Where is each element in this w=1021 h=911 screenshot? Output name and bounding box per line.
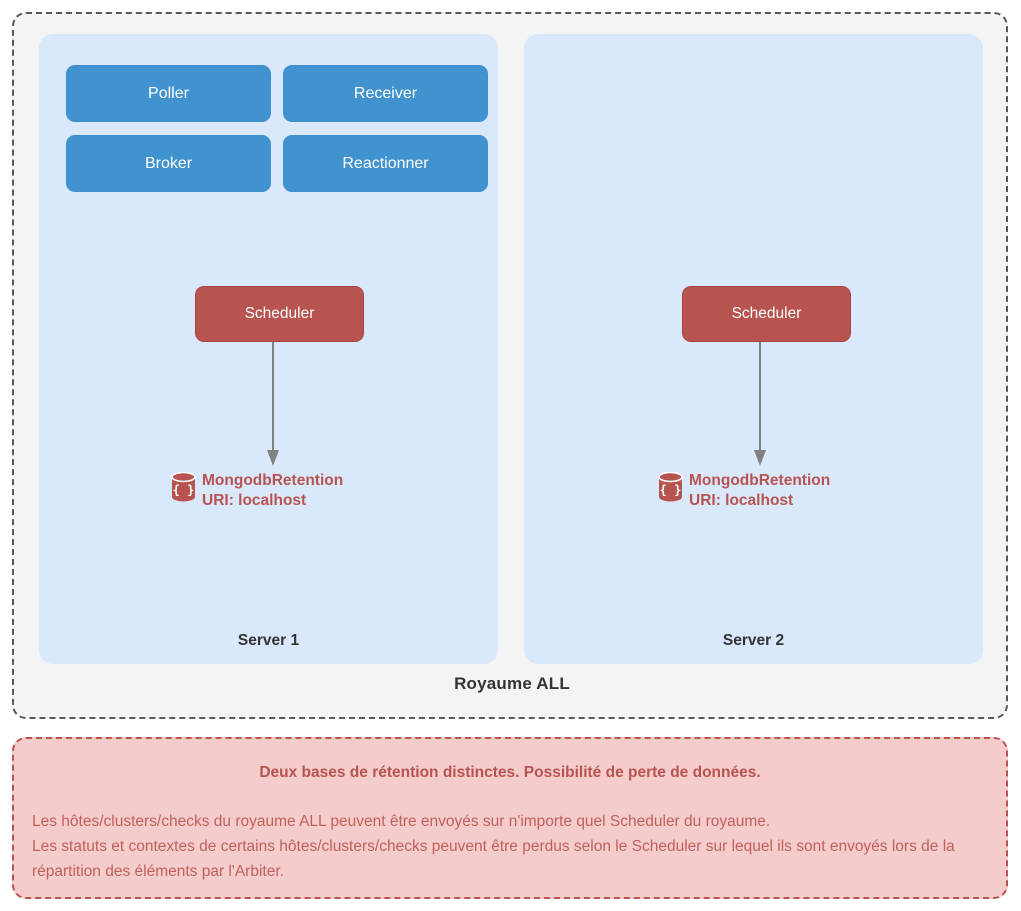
scheduler-label: Scheduler [731, 305, 802, 322]
realm-container: Poller Receiver Broker Reactionner Sched… [12, 12, 1008, 719]
database-node-server-2[interactable]: { } MongodbRetention URI: localhost [658, 471, 830, 511]
database-node-server-1[interactable]: { } MongodbRetention URI: localhost [171, 471, 343, 511]
realm-label: Royaume ALL [454, 674, 570, 693]
database-uri: URI: localhost [689, 492, 794, 509]
database-icon: { } [658, 472, 683, 502]
server-label-2: Server 2 [722, 632, 785, 649]
server-label-1: Server 1 [237, 632, 300, 649]
scheduler-label: Scheduler [244, 305, 315, 322]
database-icon: { } [171, 472, 196, 502]
database-text: MongodbRetention URI: localhost [689, 471, 830, 511]
daemon-label: Reactionner [342, 154, 429, 172]
svg-text:{ }: { } [660, 483, 682, 497]
note-line: Les hôtes/clusters/checks du royaume ALL… [32, 813, 771, 830]
daemon-label: Broker [144, 154, 193, 172]
daemon-label: Receiver [353, 84, 418, 102]
daemon-box-poller[interactable]: Poller [66, 65, 271, 122]
daemon-box-reactionner[interactable]: Reactionner [283, 135, 488, 192]
scheduler-box-server-1[interactable]: Scheduler [195, 286, 364, 342]
database-text: MongodbRetention URI: localhost [202, 471, 343, 511]
server-panel-2: Scheduler { } MongodbRetention URI: loca… [524, 34, 983, 664]
database-name: MongodbRetention [202, 472, 344, 489]
server-panel-1: Poller Receiver Broker Reactionner Sched… [39, 34, 498, 664]
database-uri: URI: localhost [202, 492, 307, 509]
scheduler-box-server-2[interactable]: Scheduler [682, 286, 851, 342]
database-name: MongodbRetention [689, 472, 831, 489]
note-line: Les statuts et contextes de certains hôt… [32, 838, 955, 880]
arrow-scheduler-to-database-1 [267, 342, 279, 466]
arrow-scheduler-to-database-2 [754, 342, 766, 466]
daemon-label: Poller [148, 84, 189, 102]
note-title: Deux bases de rétention distinctes. Poss… [259, 764, 761, 781]
daemon-box-receiver[interactable]: Receiver [283, 65, 488, 122]
warning-note-box: Deux bases de rétention distinctes. Poss… [12, 737, 1008, 899]
svg-text:{ }: { } [173, 483, 195, 497]
note-body: Les hôtes/clusters/checks du royaume ALL… [32, 809, 992, 884]
daemon-box-broker[interactable]: Broker [66, 135, 271, 192]
